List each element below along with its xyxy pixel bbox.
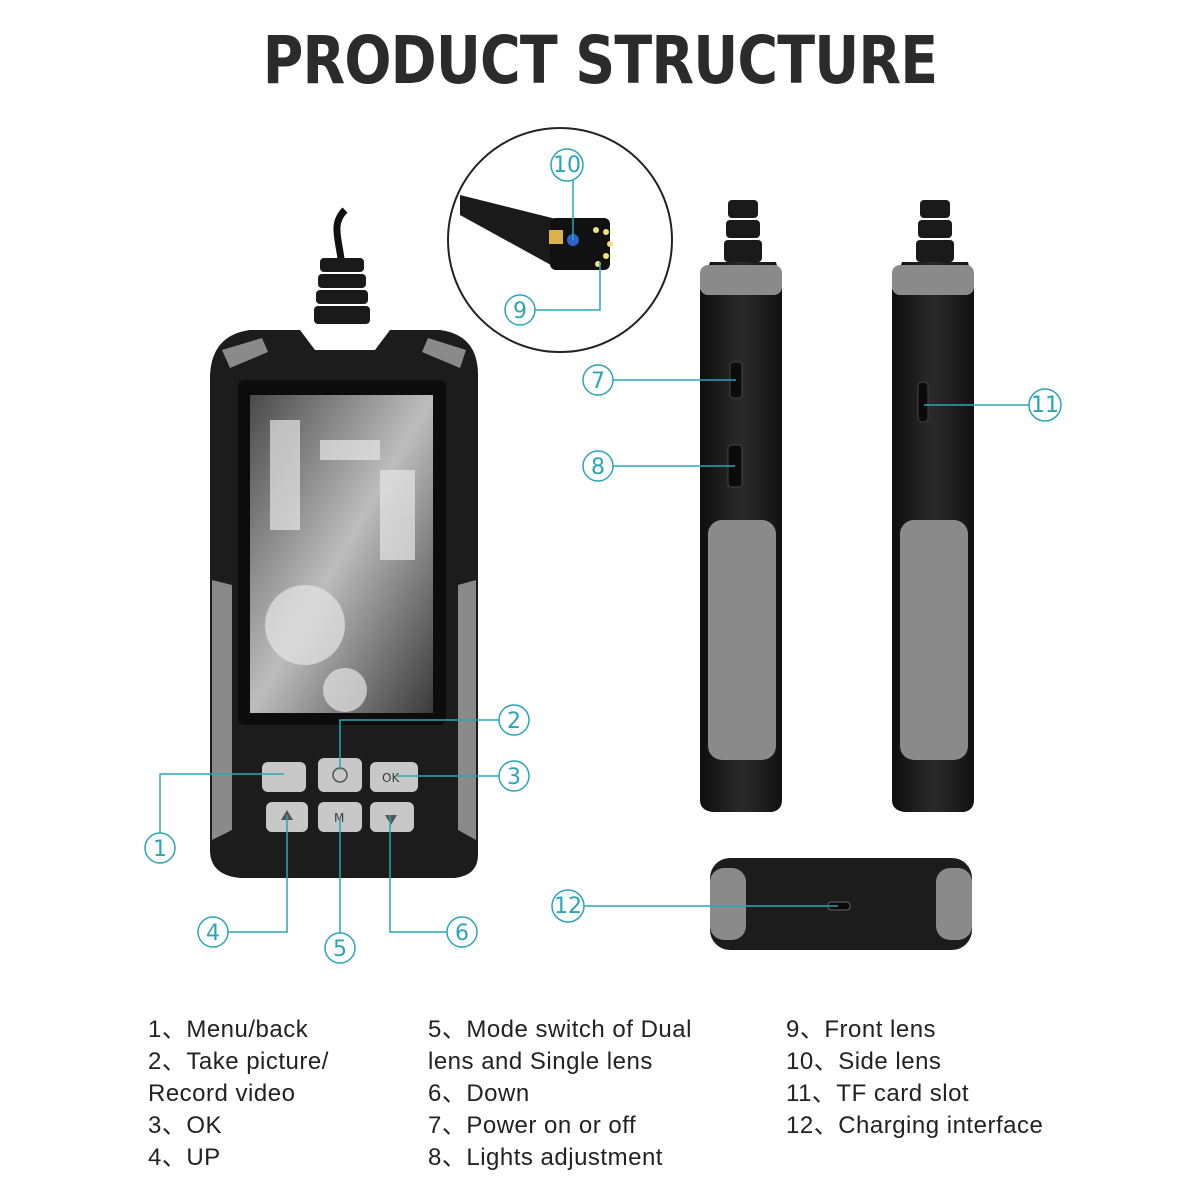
down-arrow-icon (385, 815, 397, 825)
svg-text:1: 1 (153, 837, 167, 862)
legend-column-2: 5、Mode switch of Dual lens and Single le… (428, 1014, 738, 1174)
device-side-view-left (700, 200, 782, 812)
side-grip-bottom (900, 520, 968, 760)
legend-item: 6、Down (428, 1080, 530, 1107)
bottom-bumper-right (936, 868, 972, 940)
mode-button-label: M (334, 811, 344, 825)
callout-3: 3 (498, 760, 530, 792)
callout-10: 10 (550, 148, 584, 182)
legend-item: 7、Power on or off (428, 1112, 637, 1139)
callout-7: 7 (582, 364, 614, 396)
svg-text:11: 11 (1031, 393, 1059, 418)
legend-item: 5、Mode switch of Dual lens and Single le… (428, 1016, 692, 1075)
svg-text:12: 12 (554, 894, 582, 919)
svg-text:10: 10 (553, 153, 581, 178)
cable-strain-relief (314, 258, 370, 324)
mode-button[interactable] (318, 802, 362, 832)
legend-item: 10、Side lens (786, 1048, 942, 1075)
svg-text:9: 9 (513, 299, 527, 324)
ok-button-label: OK (382, 771, 400, 785)
device-bottom-view (710, 858, 972, 950)
callout-5: 5 (324, 932, 356, 964)
bumper-right (458, 580, 476, 840)
menu-back-button[interactable] (262, 762, 306, 792)
callout-markers: 1 2 3 4 5 6 7 8 (144, 148, 1062, 964)
callout-1: 1 (144, 832, 176, 864)
probe-tube (460, 195, 560, 270)
svg-text:2: 2 (507, 709, 521, 734)
side-grip-bottom (708, 520, 776, 760)
cable-connector (724, 200, 762, 262)
callout-lines (159, 180, 1030, 934)
screen-engine-detail (265, 420, 415, 712)
take-picture-button[interactable] (318, 758, 362, 792)
cable-connector (916, 200, 954, 262)
legend-item: 12、Charging interface (786, 1112, 1044, 1139)
callout-9: 9 (504, 294, 536, 326)
bottom-bumper-left (710, 868, 746, 940)
button-panel: OK M (262, 758, 418, 832)
tf-card-slot[interactable] (917, 381, 929, 423)
legend-column-3: 9、Front lens 10、Side lens 11、TF card slo… (786, 1014, 1086, 1142)
callout-11: 11 (1028, 388, 1062, 422)
legend-item: 4、UP (148, 1144, 221, 1171)
svg-text:3: 3 (507, 765, 521, 790)
lens-closeup (447, 127, 673, 353)
legend-item: 9、Front lens (786, 1016, 937, 1043)
side-grip-top (892, 265, 974, 295)
svg-text:4: 4 (206, 921, 220, 946)
legend-column-1: 1、Menu/back 2、Take picture/ Record video… (148, 1014, 378, 1174)
legend-item: 8、Lights adjustment (428, 1144, 663, 1171)
callout-6: 6 (446, 916, 478, 948)
legend-item: 1、Menu/back (148, 1016, 309, 1043)
legend-item: 3、OK (148, 1112, 223, 1139)
svg-text:5: 5 (333, 937, 347, 962)
svg-text:6: 6 (455, 921, 469, 946)
callout-12: 12 (551, 889, 585, 923)
svg-text:8: 8 (591, 455, 605, 480)
product-diagram: OK M (144, 127, 1062, 964)
side-grip-top (700, 265, 782, 295)
device-front-view: OK M (210, 207, 478, 878)
device-side-view-right (892, 200, 974, 812)
callout-4: 4 (197, 916, 229, 948)
bumper-top-left (222, 338, 268, 368)
ok-button[interactable] (370, 762, 418, 792)
legend-item: 11、TF card slot (786, 1080, 970, 1107)
bumper-left (212, 580, 232, 840)
legend-item: 2、Take picture/ Record video (148, 1048, 329, 1107)
bumper-top-right (422, 338, 466, 368)
callout-2: 2 (498, 704, 530, 736)
svg-text:7: 7 (591, 369, 605, 394)
side-lens (549, 230, 563, 244)
page-title: PRODUCT STRUCTURE (262, 22, 938, 99)
callout-8: 8 (582, 450, 614, 482)
